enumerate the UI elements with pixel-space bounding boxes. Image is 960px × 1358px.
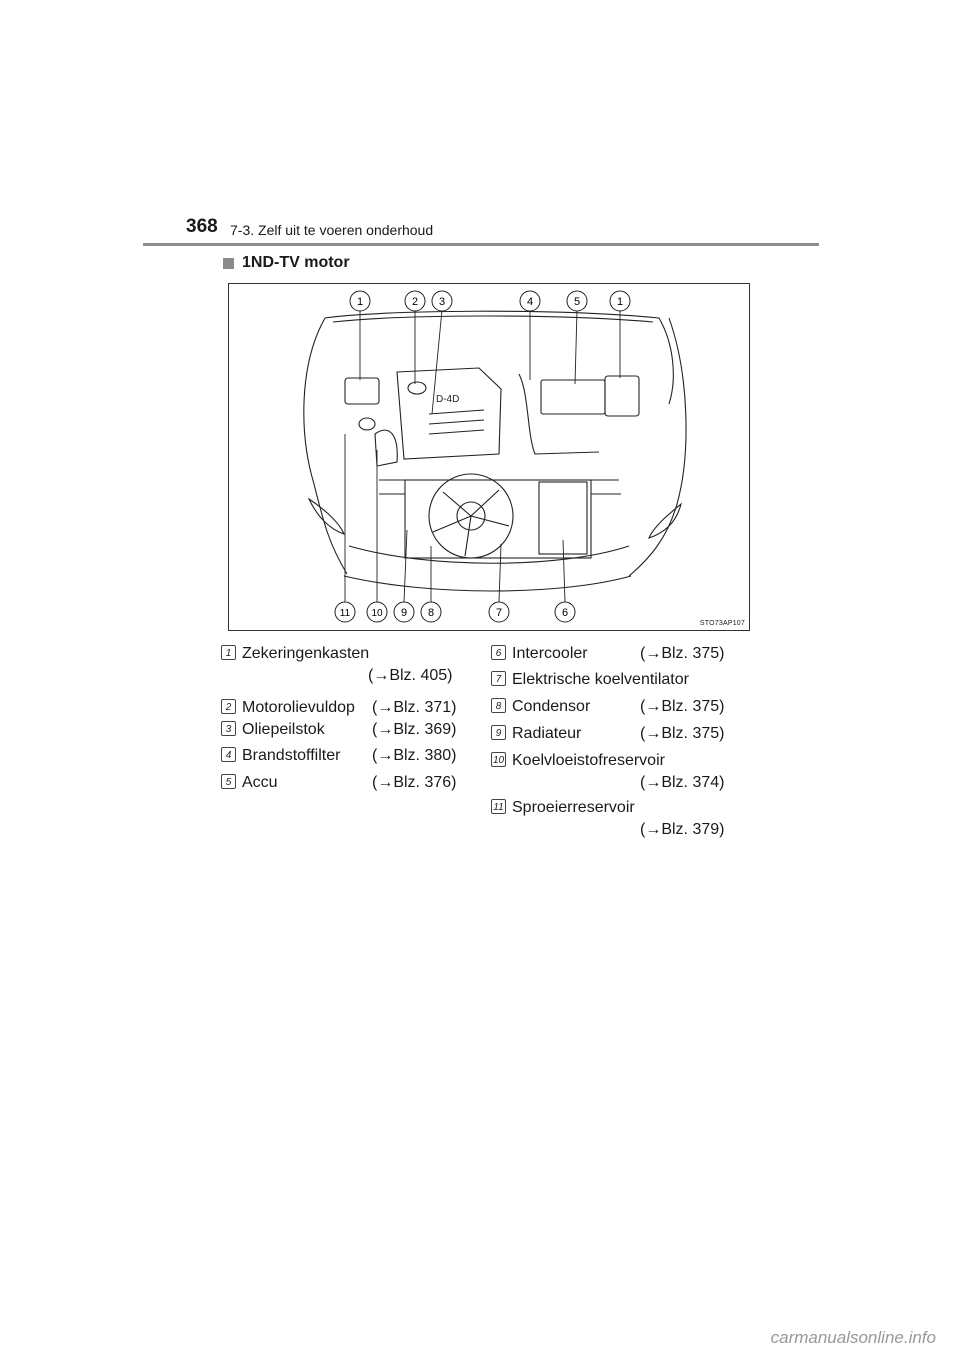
legend-number: 10 — [491, 752, 506, 767]
callout-label: 10 — [371, 608, 383, 619]
page-reference: (→Blz. 376) — [372, 774, 457, 791]
legend-item-1: 1 Zekeringenkasten (→Blz. 405) — [221, 644, 452, 684]
legend-name: Intercooler — [512, 645, 588, 662]
page-reference: (→Blz. 371) — [372, 699, 457, 716]
page-reference: (→Blz. 369) — [372, 721, 457, 738]
legend-item-4: 4 Brandstoffilter (→Blz. 380) — [221, 746, 456, 766]
engine-bay-drawing: D-4D — [303, 290, 687, 623]
right-fender — [628, 317, 687, 577]
page-reference: (→Blz. 379) — [640, 821, 725, 838]
front-bumper-lower — [343, 575, 632, 592]
page-reference: (→Blz. 374) — [640, 774, 725, 791]
page-reference: (→Blz. 380) — [372, 747, 457, 764]
page-reference: (→Blz. 405) — [368, 667, 453, 684]
callout-label: 1 — [617, 296, 623, 308]
legend-item-2: 2 Motorolievuldop (→Blz. 371) — [221, 698, 456, 718]
legend-number: 3 — [221, 721, 236, 736]
subheading: 1ND-TV motor — [223, 254, 350, 272]
legend-item-6: 6 Intercooler (→Blz. 375) — [491, 644, 724, 664]
left-fender — [303, 317, 348, 575]
right-headlight — [648, 502, 682, 539]
legend-number: 8 — [491, 698, 506, 713]
engine-ribs — [428, 409, 485, 435]
top-callouts: 1 2 3 4 5 1 — [349, 290, 631, 312]
right-fuse-box-shape — [604, 375, 640, 417]
callout-label: 8 — [428, 607, 434, 619]
callout-label: 3 — [439, 296, 445, 308]
callout-label: 9 — [401, 607, 407, 619]
header-divider — [143, 243, 819, 246]
callout-label: 6 — [562, 607, 568, 619]
left-fuse-box-shape — [344, 377, 380, 405]
legend-item-11: 11 Sproeierreservoir (→Blz. 379) — [491, 798, 724, 838]
legend-item-9: 9 Radiateur (→Blz. 375) — [491, 724, 724, 744]
grille-bars — [379, 479, 621, 495]
washer-reservoir-shape — [358, 417, 376, 431]
legend-number: 2 — [221, 699, 236, 714]
fan-shroud — [428, 473, 514, 559]
battery-shape — [540, 379, 606, 415]
intake-pipe — [518, 373, 600, 455]
legend-number: 7 — [491, 671, 506, 686]
oil-filler-cap-shape — [407, 381, 427, 395]
subheading-text: 1ND-TV motor — [242, 254, 350, 271]
legend-item-8: 8 Condensor (→Blz. 375) — [491, 697, 724, 717]
watermark: carmanualsonline.info — [770, 1328, 936, 1347]
coolant-reservoir-shape — [374, 429, 398, 467]
fan-hub — [456, 501, 486, 531]
figure-code: STO73AP107 — [699, 620, 745, 627]
left-headlight — [307, 497, 345, 535]
callout-label: 4 — [527, 296, 533, 308]
fan-blades — [432, 489, 510, 557]
legend-name: Brandstoffilter — [242, 747, 341, 764]
bottom-callouts: 11 10 9 8 7 6 — [334, 601, 576, 623]
legend-number: 1 — [221, 645, 236, 660]
bullet-square-icon — [223, 257, 234, 269]
legend-name: Koelvloeistofreservoir — [512, 752, 665, 769]
legend-name: Motorolievuldop — [242, 699, 355, 716]
legend-number: 9 — [491, 725, 506, 740]
legend-name: Elektrische koelventilator — [512, 671, 689, 688]
legend-name: Accu — [242, 774, 278, 791]
page-reference: (→Blz. 375) — [640, 725, 725, 742]
engine-cover — [396, 367, 502, 460]
callout-label: 11 — [340, 608, 351, 619]
legend-number: 5 — [221, 774, 236, 789]
legend-item-3: 3 Oliepeilstok (→Blz. 369) — [221, 720, 456, 740]
callout-label: 2 — [412, 296, 418, 308]
hood-inner — [332, 315, 654, 323]
page-reference: (→Blz. 375) — [640, 698, 725, 715]
front-bumper — [348, 545, 630, 564]
callout-label: 7 — [496, 607, 502, 619]
legend-name: Zekeringenkasten — [242, 645, 370, 662]
legend-number: 4 — [221, 747, 236, 762]
svg-text:D-4D: D-4D — [436, 394, 459, 405]
legend-name: Radiateur — [512, 725, 582, 742]
radiator-shape — [404, 479, 592, 559]
hood-outline — [324, 310, 674, 405]
page-reference: (→Blz. 375) — [640, 645, 725, 662]
engine-bay-illustration: D-4D — [228, 283, 750, 631]
legend-item-7: 7 Elektrische koelventilator — [491, 670, 689, 690]
legend-number: 6 — [491, 645, 506, 660]
legend-item-5: 5 Accu (→Blz. 376) — [221, 773, 456, 793]
callout-label: 1 — [357, 296, 363, 308]
intercooler-shape — [538, 481, 588, 555]
legend-number: 11 — [491, 799, 506, 814]
section-title: 7-3. Zelf uit te voeren onderhoud — [230, 222, 434, 238]
legend-name: Sproeierreservoir — [512, 799, 635, 816]
page-number: 368 — [186, 216, 218, 237]
legend-name: Condensor — [512, 698, 591, 715]
legend-name: Oliepeilstok — [242, 721, 325, 738]
legend-item-10: 10 Koelvloeistofreservoir (→Blz. 374) — [491, 751, 724, 791]
callout-label: 5 — [574, 296, 580, 308]
